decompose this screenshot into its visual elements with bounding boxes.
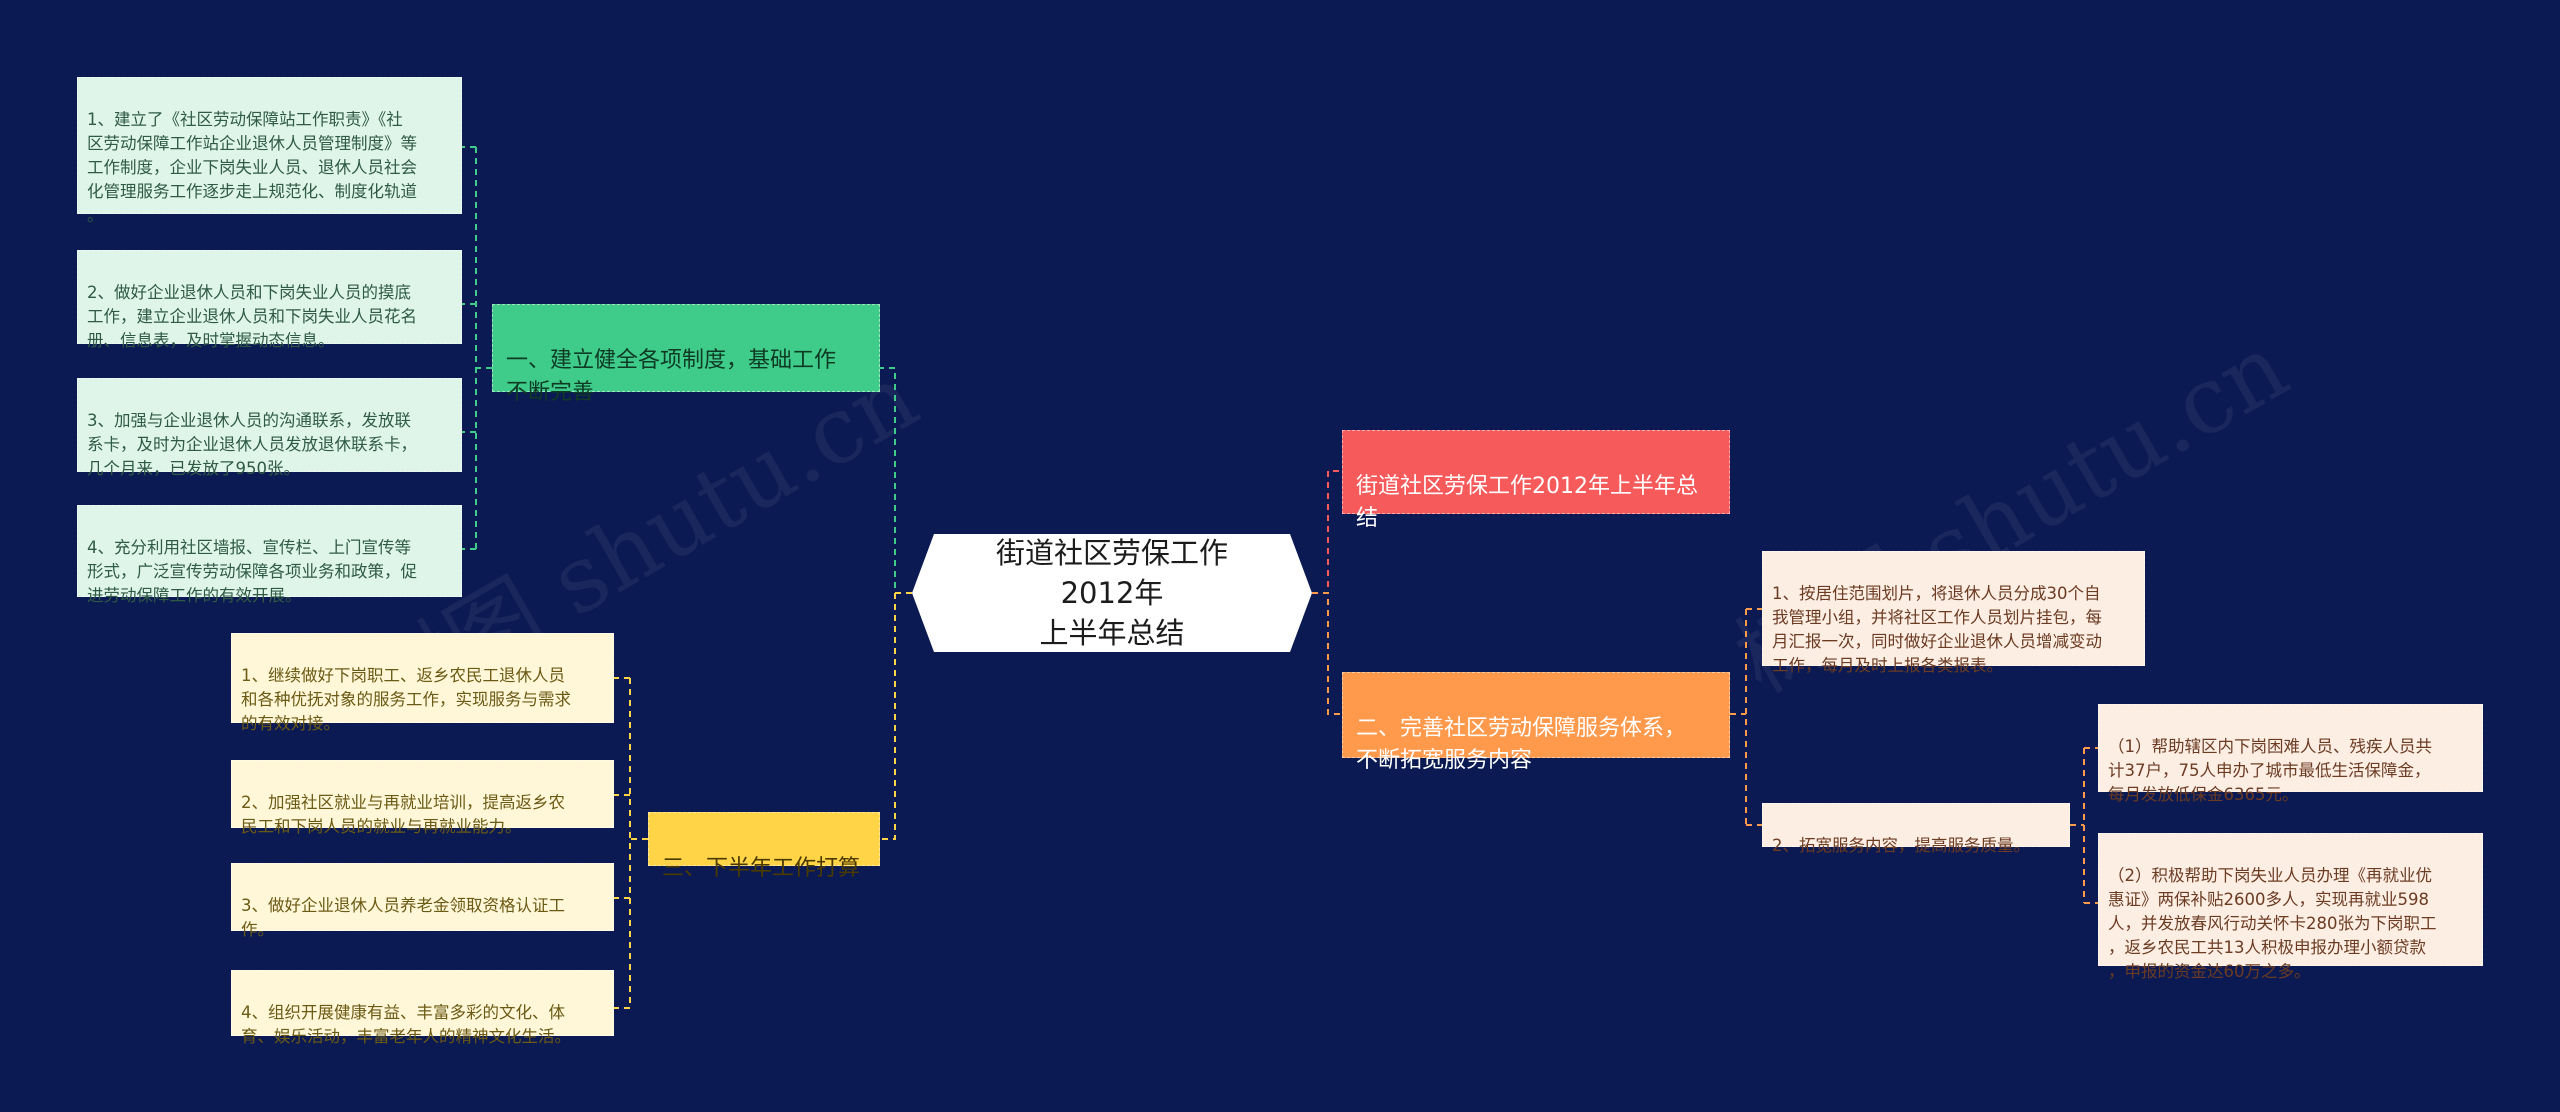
leaf-service-2-sub-2[interactable]: （2）积极帮助下岗失业人员办理《再就业优 惠证》两保补贴2600多人，实现再就业… [2098,833,2483,981]
root-title: 街道社区劳保工作2012年 上半年总结 [995,536,1228,650]
leaf-service-2-text: 2、拓宽服务内容，提高服务质量。 [1772,836,2030,855]
connector-p2-subleaves [2070,747,2098,904]
root-topic[interactable]: 街道社区劳保工作2012年 上半年总结 [912,534,1312,652]
connector-root-branch-title [1312,470,1342,594]
leaf-basic-work-2-text: 2、做好企业退休人员和下岗失业人员的摸底 工作，建立企业退休人员和下岗失业人员花… [87,283,417,350]
leaf-service-2-sub-1-text: （1）帮助辖区内下岗困难人员、残疾人员共 计37户，75人申办了城市最低生活保障… [2108,737,2432,804]
leaf-basic-work-4[interactable]: 4、充分利用社区墙报、宣传栏、上门宣传等 形式，广泛宣传劳动保障各项业务和政策，… [77,505,462,605]
leaf-basic-work-1[interactable]: 1、建立了《社区劳动保障站工作职责》《社 区劳动保障工作站企业退休人员管理制度》… [77,77,462,225]
connector-root-branch3 [880,593,896,840]
leaf-basic-work-1-text: 1、建立了《社区劳动保障站工作职责》《社 区劳动保障工作站企业退休人员管理制度》… [87,110,417,225]
leaf-service-2-sub-1[interactable]: （1）帮助辖区内下岗困难人员、残疾人员共 计37户，75人申办了城市最低生活保障… [2098,704,2483,804]
leaf-plan-4[interactable]: 4、组织开展健康有益、丰富多彩的文化、体 育、娱乐活动，丰富老年人的精神文化生活… [231,970,614,1046]
leaf-basic-work-2[interactable]: 2、做好企业退休人员和下岗失业人员的摸底 工作，建立企业退休人员和下岗失业人员花… [77,250,462,350]
branch-service-system-label: 二、完善社区劳动保障服务体系， 不断拓宽服务内容 [1356,716,1687,773]
leaf-basic-work-4-text: 4、充分利用社区墙报、宣传栏、上门宣传等 形式，广泛宣传劳动保障各项业务和政策，… [87,538,417,605]
connector-root-branch1 [880,367,912,594]
leaf-plan-3-text: 3、做好企业退休人员养老金领取资格认证工 作。 [241,896,565,939]
branch-summary-title-label: 街道社区劳保工作2012年上半年总 结 [1356,474,1698,531]
leaf-service-1-text: 1、按居住范围划片，将退休人员分成30个自 我管理小组，并将社区工作人员划片挂包… [1772,584,2102,675]
leaf-service-1[interactable]: 1、按居住范围划片，将退休人员分成30个自 我管理小组，并将社区工作人员划片挂包… [1762,551,2145,675]
branch-basic-work-label: 一、建立健全各项制度，基础工作 不断完善 [506,348,837,405]
branch-service-system[interactable]: 二、完善社区劳动保障服务体系， 不断拓宽服务内容 [1342,672,1730,773]
leaf-service-2-sub-2-text: （2）积极帮助下岗失业人员办理《再就业优 惠证》两保补贴2600多人，实现再就业… [2108,866,2437,981]
root-hexagon-shape [912,534,1312,652]
leaf-basic-work-3-text: 3、加强与企业退休人员的沟通联系，发放联 系卡，及时为企业退休人员发放退休联系卡… [87,411,417,478]
branch-second-half-plan-label: 三、下半年工作打算 [662,856,861,881]
leaf-plan-2[interactable]: 2、加强社区就业与再就业培训，提高返乡农 民工和下岗人员的就业与再就业能力。 [231,760,614,836]
leaf-basic-work-3[interactable]: 3、加强与企业退休人员的沟通联系，发放联 系卡，及时为企业退休人员发放退休联系卡… [77,378,462,478]
branch-basic-work[interactable]: 一、建立健全各项制度，基础工作 不断完善 [492,304,880,405]
connector-root-branch2 [1312,592,1342,715]
branch-summary-title[interactable]: 街道社区劳保工作2012年上半年总 结 [1342,430,1730,531]
connector-branch1-leaves [462,146,492,550]
leaf-plan-3[interactable]: 3、做好企业退休人员养老金领取资格认证工 作。 [231,863,614,939]
leaf-service-2[interactable]: 2、拓宽服务内容，提高服务质量。 [1762,803,2070,855]
leaf-plan-4-text: 4、组织开展健康有益、丰富多彩的文化、体 育、娱乐活动，丰富老年人的精神文化生活… [241,1003,571,1046]
connector-branch3-leaves [614,677,648,1009]
leaf-plan-1[interactable]: 1、继续做好下岗职工、返乡农民工退休人员 和各种优抚对象的服务工作，实现服务与需… [231,633,614,733]
leaf-plan-2-text: 2、加强社区就业与再就业培训，提高返乡农 民工和下岗人员的就业与再就业能力。 [241,793,565,836]
connector-branch2-leaves [1730,608,1762,826]
leaf-plan-1-text: 1、继续做好下岗职工、返乡农民工退休人员 和各种优抚对象的服务工作，实现服务与需… [241,666,571,733]
branch-second-half-plan[interactable]: 三、下半年工作打算 [648,812,880,881]
